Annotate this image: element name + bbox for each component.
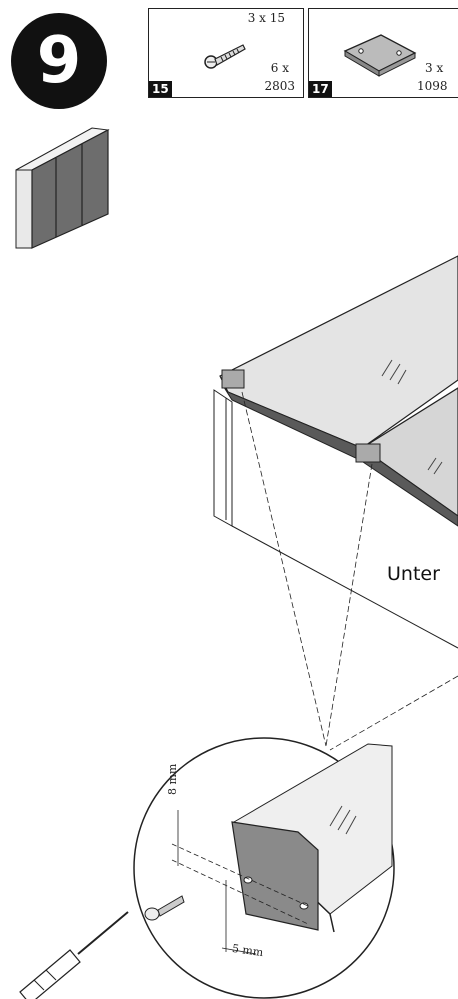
part-size-label: 3 x 15 (247, 11, 285, 25)
part-code: 1098 (417, 79, 448, 93)
unter-label: Unter (387, 563, 440, 585)
part-quantity: 3 x (425, 61, 444, 75)
dimension-vertical-label: 8 mm (166, 763, 179, 795)
connector-plate-icon (343, 34, 417, 77)
cabinet-icon (15, 127, 110, 249)
part-box-17: 3 x 1098 17 (308, 8, 458, 98)
detail-magnifier (133, 737, 395, 999)
part-code: 2803 (264, 79, 295, 93)
part-number: 15 (149, 81, 172, 97)
part-number: 17 (309, 81, 332, 97)
screw-icon (144, 895, 185, 921)
connector-clip (221, 369, 245, 389)
connector-clip (355, 443, 381, 463)
part-quantity: 6 x (270, 61, 289, 75)
glass-top-left (219, 255, 458, 449)
screwdriver-icon (19, 911, 129, 999)
part-box-15: 3 x 15 6 x 2803 15 (148, 8, 304, 98)
screw-icon (204, 44, 246, 69)
step-number-badge: 9 (11, 13, 107, 109)
glass-glare-mark (381, 359, 407, 385)
